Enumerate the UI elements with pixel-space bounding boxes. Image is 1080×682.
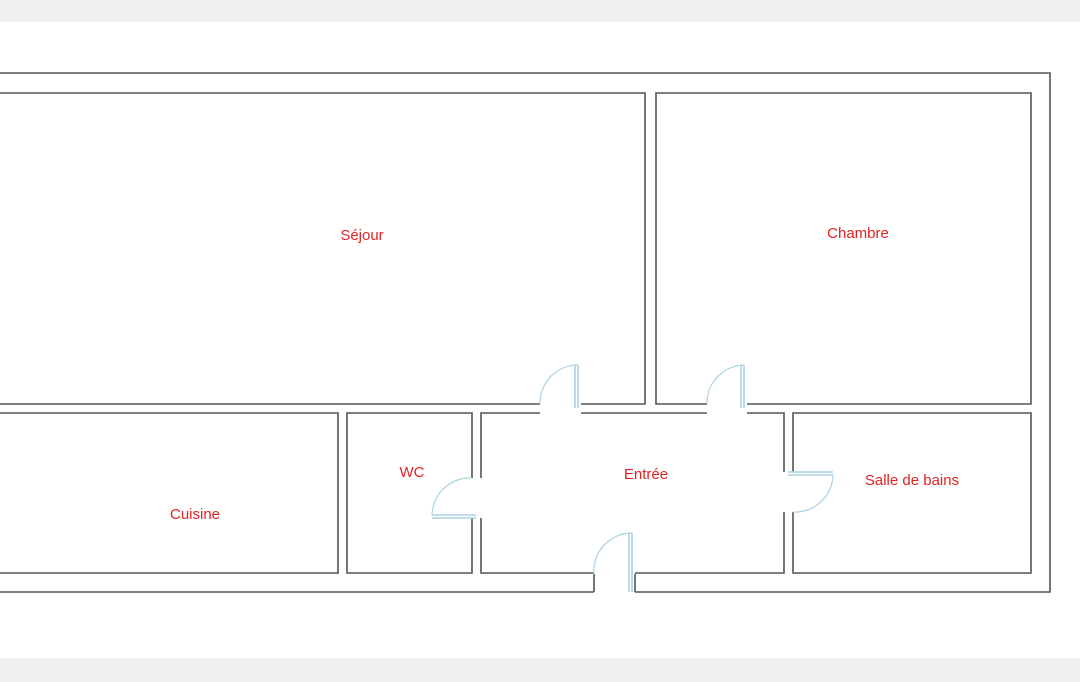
sejour-wall-top-right <box>0 92 646 405</box>
page-background <box>0 22 1080 658</box>
wc-walls <box>346 412 473 574</box>
label-sejour: Séjour <box>340 227 383 244</box>
door-salle-de-bains[interactable] <box>788 471 834 513</box>
room-cuisine <box>0 412 339 574</box>
entree-wall-bottom-left <box>480 518 594 574</box>
salle-de-bains-walls <box>792 412 1032 574</box>
room-wc <box>346 412 473 574</box>
label-entree: Entrée <box>624 466 668 483</box>
entree-wall-top-left <box>480 412 540 478</box>
door-sejour[interactable] <box>539 364 579 408</box>
door-entree-front[interactable] <box>593 532 633 592</box>
outer-walls <box>0 72 1051 593</box>
entree-wall-bottom-right <box>635 512 785 574</box>
label-salle-de-bains: Salle de bains <box>865 472 959 489</box>
label-cuisine: Cuisine <box>170 506 220 523</box>
label-wc: WC <box>400 464 425 481</box>
chambre-walls <box>655 92 1032 405</box>
cuisine-walls <box>0 412 339 574</box>
door-wc[interactable] <box>431 477 476 519</box>
outer-wall-outline <box>0 72 1051 593</box>
door-chambre[interactable] <box>706 364 745 408</box>
room-chambre <box>655 92 1032 405</box>
room-salle-de-bains <box>792 412 1032 574</box>
label-chambre: Chambre <box>827 225 889 242</box>
room-sejour <box>0 92 646 405</box>
room-entree <box>480 412 785 574</box>
entree-wall-top-right <box>747 412 785 472</box>
